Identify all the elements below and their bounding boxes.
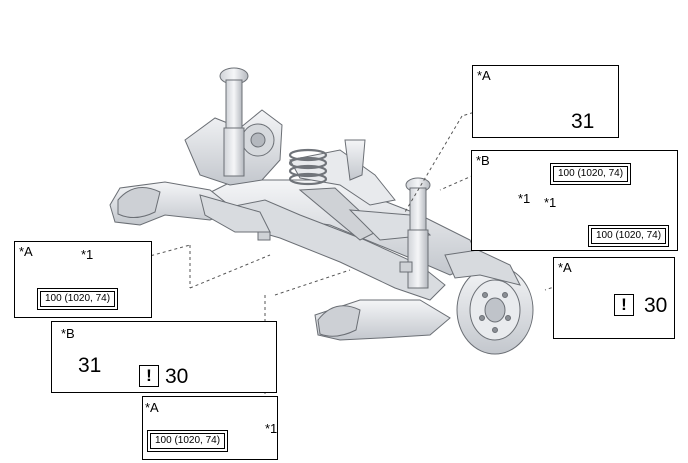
warning-icon: ! (139, 365, 159, 387)
part-marker: *1 (518, 191, 531, 206)
callout-a-top: *A 31 (472, 65, 619, 138)
torque-spec-text: 100 (1020, 74) (591, 228, 667, 244)
torque-spec-text: 100 (1020, 74) (150, 433, 226, 449)
callout-marker: *A (19, 244, 33, 259)
callout-marker: *A (145, 400, 159, 415)
callout-marker: *B (476, 153, 490, 168)
right-brake-disc (444, 249, 534, 355)
callout-a-right: *A ! 30 (553, 257, 675, 339)
part-marker: *1 (265, 421, 278, 436)
torque-spec: 100 (1020, 74) (37, 288, 119, 310)
upper-link (344, 139, 366, 181)
callout-a-left: *A *1 100 (1020, 74) (14, 241, 152, 318)
coil-spring (288, 148, 328, 186)
callout-marker: *B (61, 326, 75, 341)
left-lower-arm (109, 181, 271, 233)
callout-a-bottom: *A *1 100 (1020, 74) (142, 396, 278, 460)
torque-spec-text: 100 (1020, 74) (553, 166, 629, 182)
torque-value: 30 (644, 294, 668, 317)
callout-b-right: *B *1 *1 100 (1020, 74) 100 (1020, 74) (471, 150, 678, 251)
right-shock-absorber (405, 177, 431, 289)
callout-b-left: *B 31 ! 30 (51, 321, 277, 393)
torque-value: 31 (571, 110, 595, 133)
callout-marker: *A (558, 260, 572, 275)
torque-value: 31 (78, 354, 102, 377)
warning-icon: ! (614, 294, 634, 316)
part-marker: *1 (81, 247, 94, 262)
torque-spec-text: 100 (1020, 74) (40, 291, 116, 307)
torque-value: 30 (165, 365, 189, 388)
callout-marker: *A (477, 68, 491, 83)
torque-spec: 100 (1020, 74) (550, 163, 632, 185)
torque-spec: 100 (1020, 74) (147, 430, 229, 452)
part-marker: *1 (544, 195, 557, 210)
right-lower-arm (314, 299, 451, 341)
torque-spec: 100 (1020, 74) (588, 225, 670, 247)
left-shock-absorber (219, 67, 249, 177)
